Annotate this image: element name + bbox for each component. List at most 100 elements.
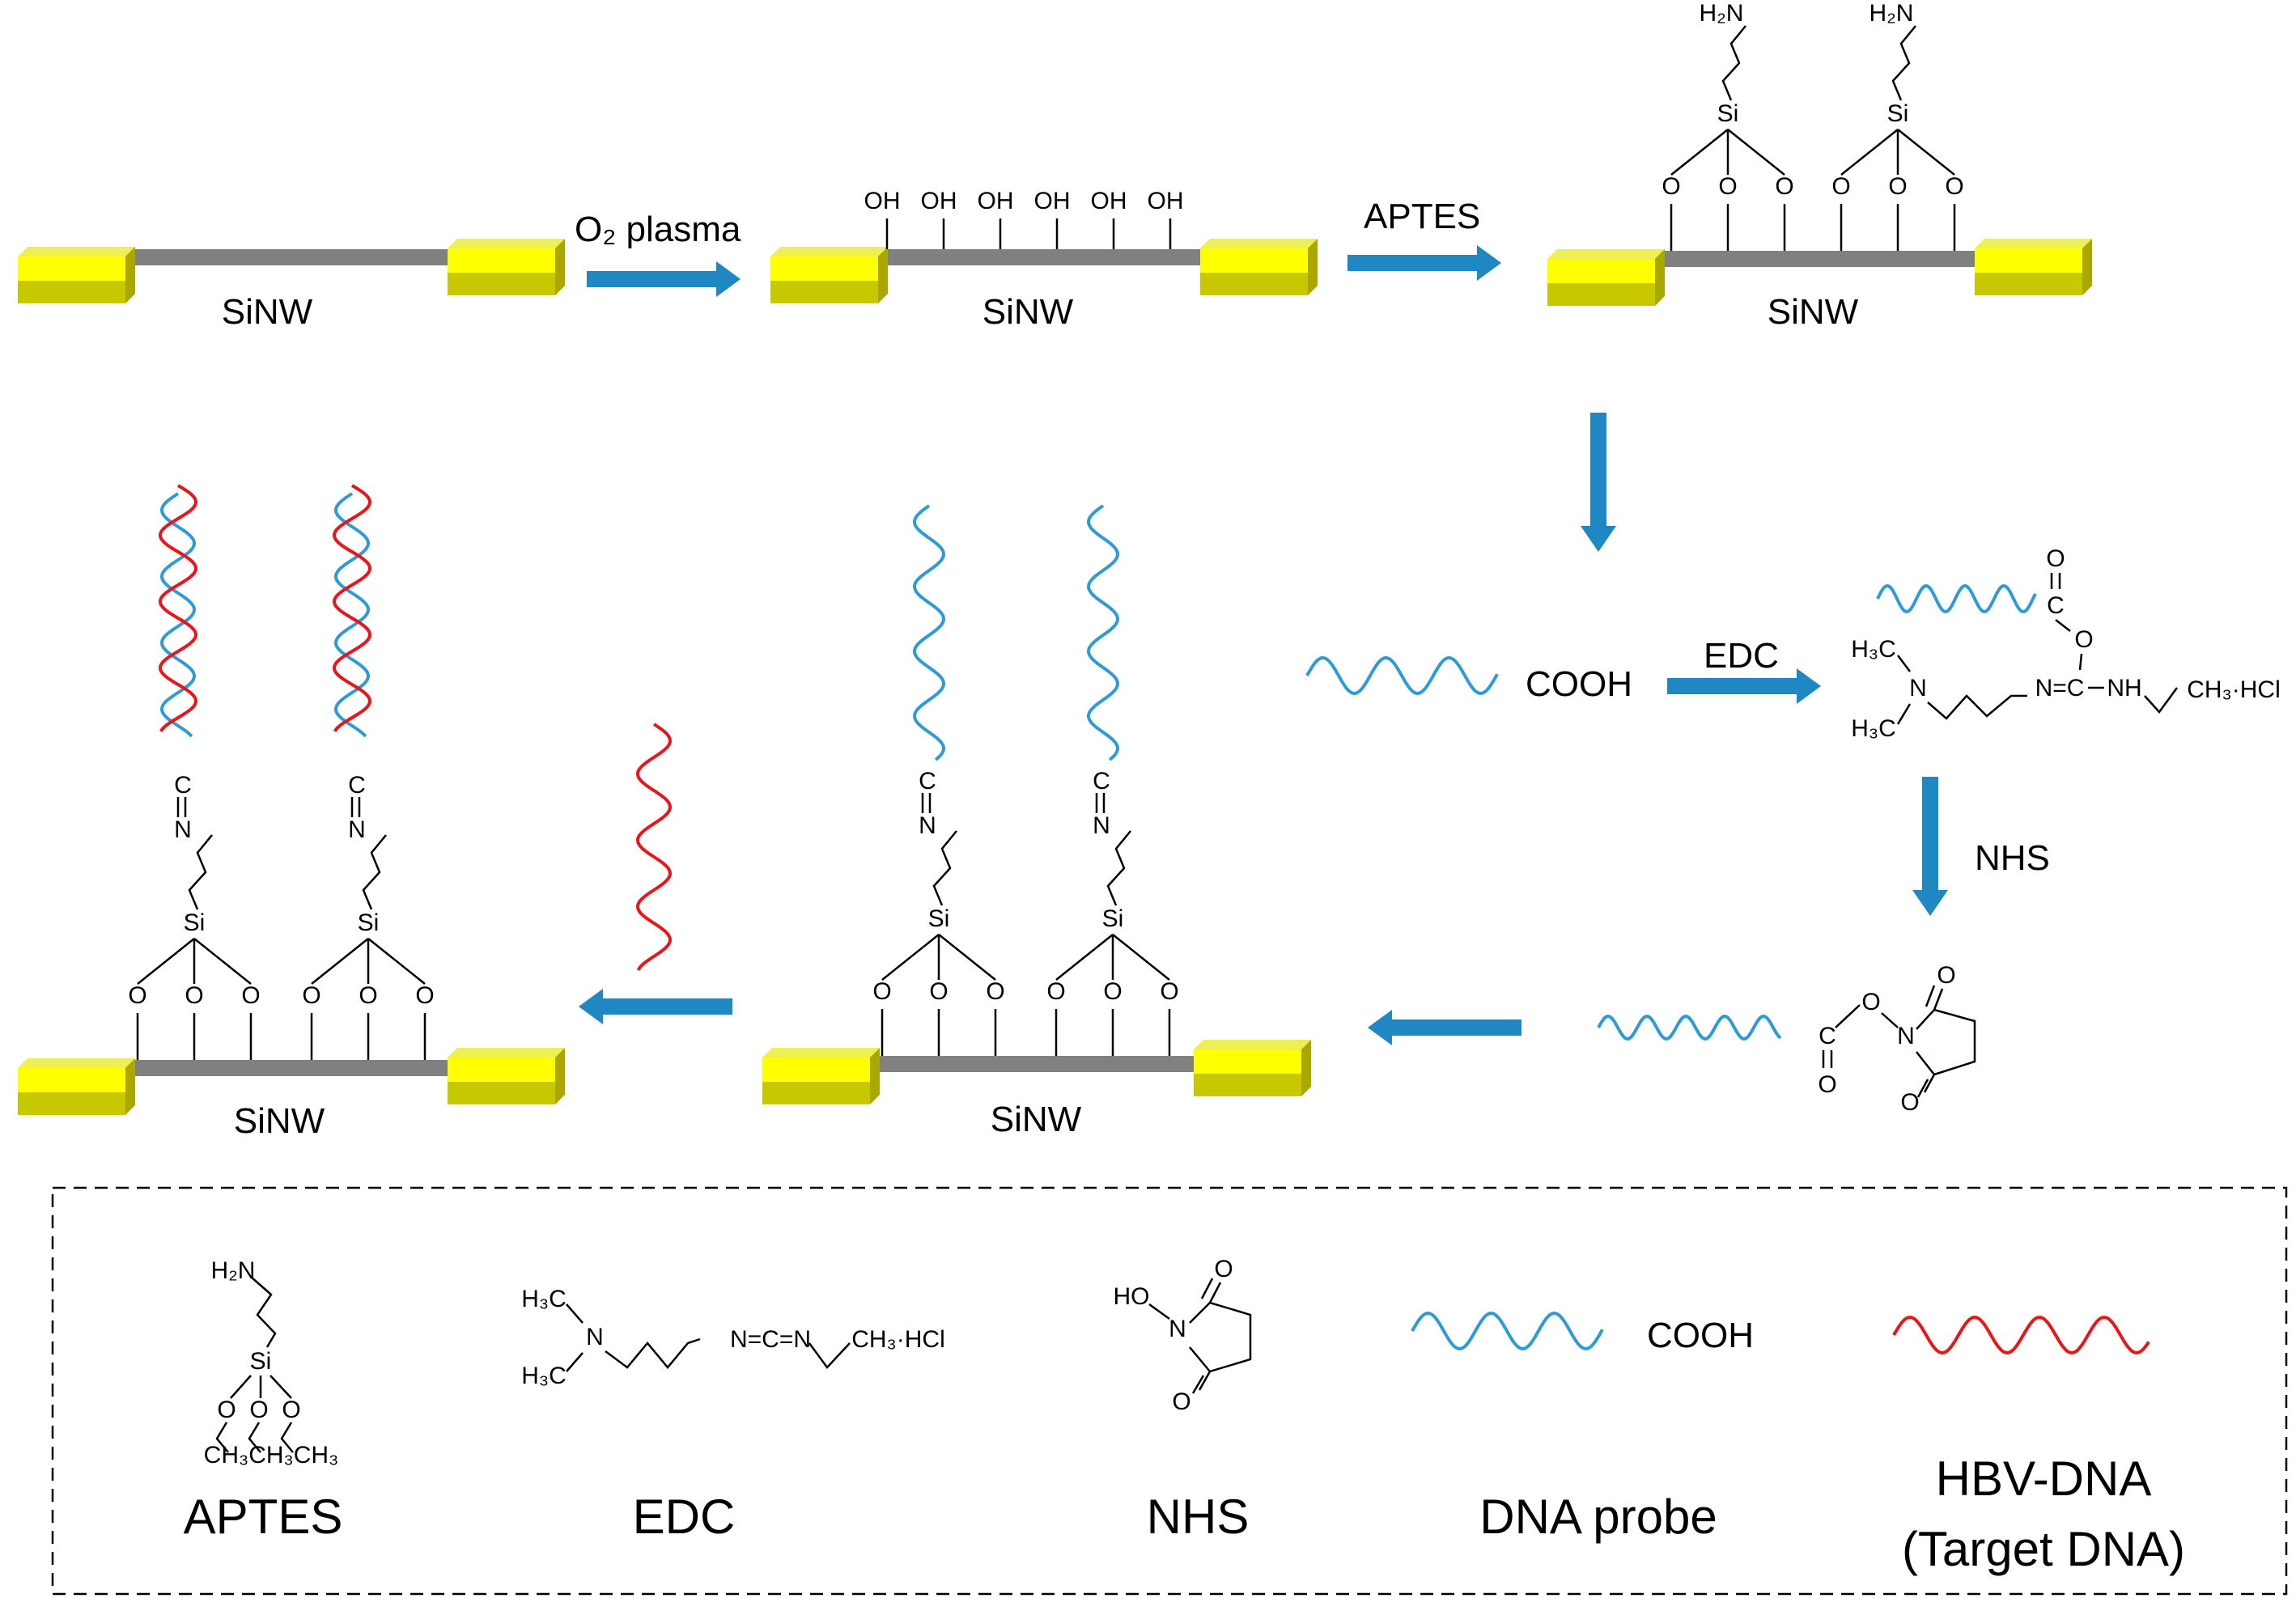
arrow-left-1	[1368, 1010, 1521, 1045]
nitrogen-label: N	[174, 816, 192, 843]
nitrogen-label: N	[586, 1324, 604, 1350]
ethyl-groups-label: CH₃CH₃CH₃	[204, 1442, 339, 1469]
carbonyl-o-label: O	[1172, 1388, 1190, 1415]
amine-label: H₂N	[1869, 0, 1914, 27]
oxygen-label: O	[185, 982, 203, 1009]
hydroxyl-label: OH	[1091, 188, 1127, 214]
legend-cooh-label: COOH	[1647, 1316, 1754, 1355]
ester-bond	[2055, 619, 2071, 632]
carbonyl-o-label: O	[1900, 1089, 1919, 1116]
si-o-bond	[137, 938, 195, 985]
ester-o-label: O	[1861, 989, 1880, 1015]
probe-dna-strand	[159, 492, 197, 738]
sinw-bare: SiNW	[18, 239, 565, 332]
aptes-step-label: APTES	[1364, 197, 1480, 236]
amine-label: H₂N	[211, 1257, 256, 1284]
hydroxyl-label: OH	[921, 188, 957, 214]
nitrogen-label: N	[1909, 675, 1927, 702]
ethoxy-bond	[248, 1422, 261, 1453]
carbon-label: C	[348, 772, 366, 799]
carbonyl-bond	[1191, 1375, 1205, 1394]
target-dna-strand	[158, 484, 198, 732]
nitrogen-label: N	[1093, 812, 1110, 839]
oxygen-label: O	[282, 1397, 300, 1423]
carbonyl-o-label: O	[1818, 1071, 1836, 1098]
arrow-down-1	[1581, 413, 1616, 552]
methyl-bond	[1896, 703, 1912, 725]
si-o-bond	[1727, 129, 1785, 176]
probe-dna-strand	[333, 492, 371, 738]
carbon-label: C	[174, 772, 192, 799]
si-o-bond	[938, 934, 996, 981]
hydroxyl-label: OH	[978, 188, 1014, 214]
oxygen-label: O	[128, 982, 146, 1009]
methyl-label: H₃C	[521, 1363, 567, 1389]
oxygen-label: O	[872, 978, 891, 1005]
si-o-bond	[1055, 934, 1114, 981]
oxygen-label: O	[415, 982, 434, 1009]
oxygen-label: O	[1103, 978, 1122, 1005]
arrow-left-2	[579, 989, 732, 1024]
carbodiimide-label: N=C	[2035, 675, 2085, 702]
carbonyl-o-label: O	[1937, 962, 1955, 989]
carbonyl-bond	[1933, 988, 1944, 1011]
legend-aptes-label: APTES	[184, 1490, 343, 1544]
hydroxyl-label: OH	[1148, 188, 1184, 214]
oxygen-label: O	[1945, 173, 1963, 200]
legend-dna-probe-label: DNA probe	[1479, 1490, 1717, 1544]
legend-hbv-label: HBV-DNA	[1936, 1452, 2152, 1506]
ethyl-chain	[808, 1342, 851, 1369]
carbonyl-bond	[1923, 1074, 1936, 1093]
si-o-bond	[367, 938, 426, 985]
oxygen-label: O	[249, 1397, 268, 1423]
methyl-hcl-label: CH₃·HCl	[2187, 676, 2281, 703]
arrow-aptes: APTES	[1347, 197, 1501, 281]
target-dna-free	[635, 723, 673, 971]
sinw-label-4: SiNW	[991, 1100, 1082, 1139]
silicon-label: Si	[250, 1348, 272, 1375]
ester-o-label: O	[2074, 626, 2093, 653]
si-o-bond	[1897, 129, 1955, 176]
hydroxyl-label: OH	[864, 188, 901, 214]
methyl-label: H₃C	[1851, 715, 1896, 742]
oxygen-label: O	[241, 982, 260, 1009]
oxygen-label: O	[302, 982, 320, 1009]
nh-label: NH	[2107, 675, 2141, 702]
hydroxyl-label: OH	[1034, 188, 1071, 214]
legend-target-dna-label: (Target DNA)	[1902, 1522, 2185, 1576]
n-o-bond	[1148, 1303, 1170, 1320]
probe-dna-strand	[1086, 504, 1120, 761]
silicon-label: Si	[184, 909, 206, 936]
oxygen-label: O	[1831, 173, 1850, 200]
sinw-label-1: SiNW	[222, 292, 313, 332]
si-o-bond	[1670, 129, 1729, 176]
cooh-label: COOH	[1526, 664, 1632, 704]
legend-hbv-dna: HBV-DNA (Target DNA)	[1892, 1316, 2185, 1576]
ester-bond	[1835, 1004, 1861, 1028]
silicon-label: Si	[358, 909, 380, 936]
propyl-chain	[1891, 25, 1916, 101]
si-o-bond	[193, 938, 252, 985]
si-o-bond	[1840, 129, 1899, 176]
oxygen-label: O	[986, 978, 1004, 1005]
sinw-hydroxylated: OH OH OH OH OH OH SiNW	[770, 188, 1318, 332]
oxygen-label: O	[359, 982, 377, 1009]
carbon-label: C	[1819, 1023, 1836, 1049]
carbon-label: C	[2047, 592, 2065, 619]
legend-box	[51, 1186, 2288, 1596]
methyl-bond	[566, 1303, 584, 1324]
carbonyl-bond	[1916, 1079, 1929, 1098]
carbonyl-bond	[1200, 1278, 1214, 1299]
oxygen-label: O	[1160, 978, 1178, 1005]
sinw-label-2: SiNW	[982, 292, 1074, 332]
oxygen-label: O	[929, 978, 948, 1005]
silicon-label: Si	[928, 905, 950, 932]
oxygen-label: O	[1718, 173, 1737, 200]
methyl-bond	[1897, 655, 1911, 672]
